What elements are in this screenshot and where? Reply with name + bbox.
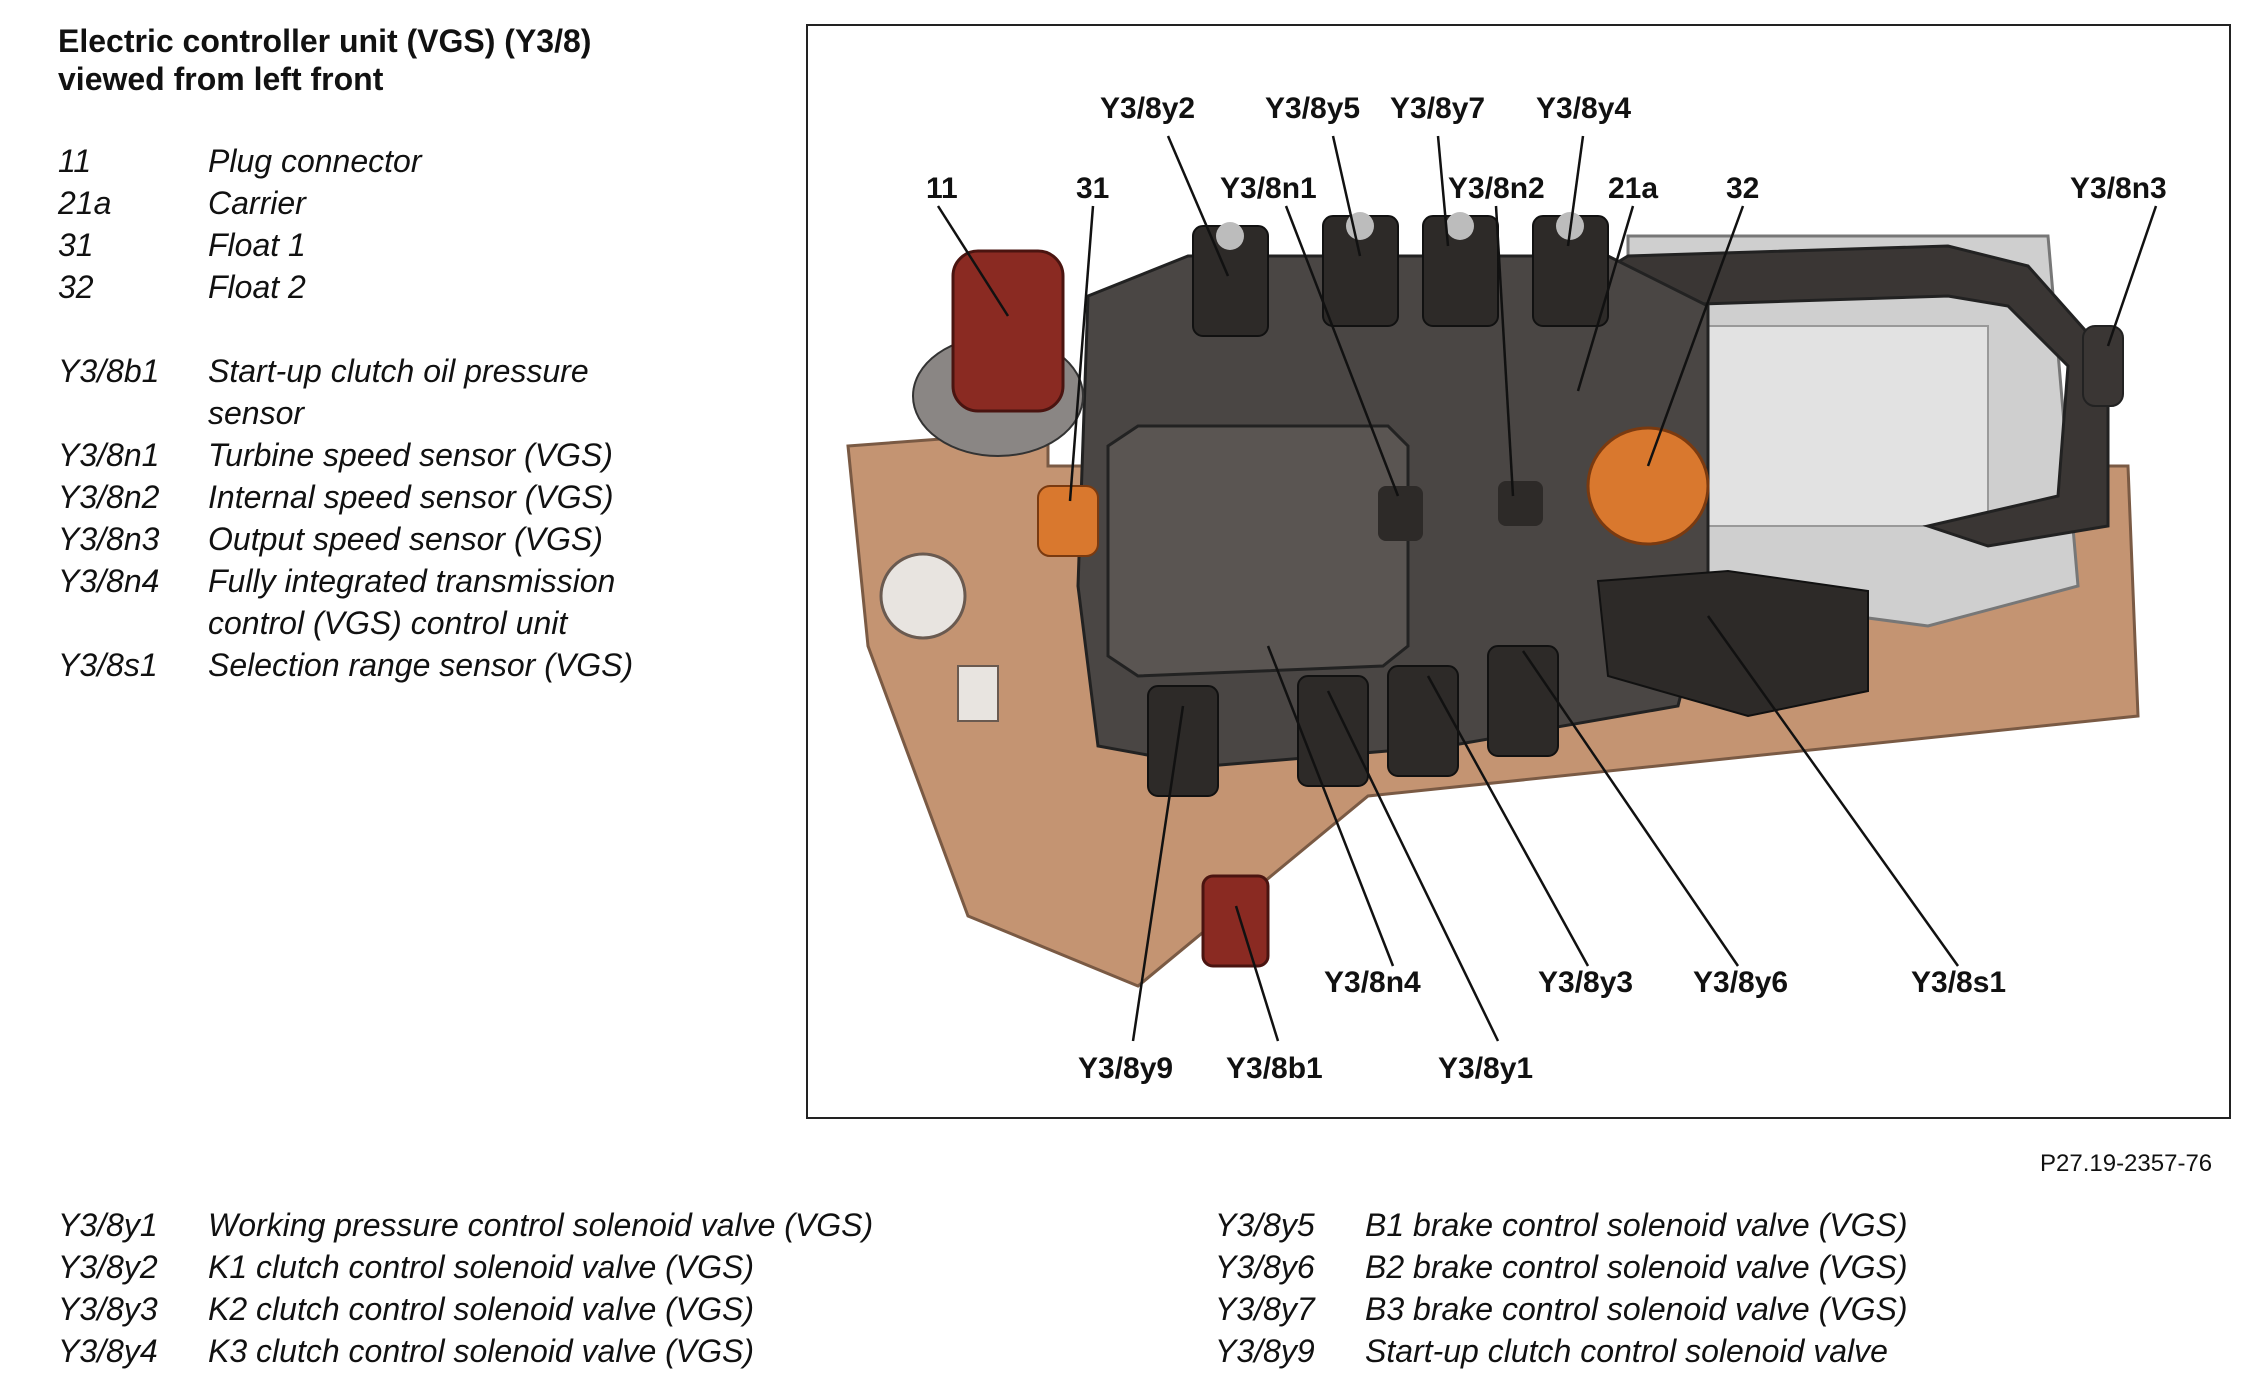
figure-reference: P27.19-2357-76 [2040, 1150, 2213, 1177]
legend-row: Y3/8y3 K2 clutch control solenoid valve (… [58, 1288, 873, 1330]
callout-y3-8y9: Y3/8y9 [1078, 1052, 1173, 1085]
title-line-2: viewed from left front [58, 61, 384, 97]
legend-desc: Plug connector [208, 143, 422, 179]
legend-desc: Selection range sensor (VGS) [208, 647, 634, 683]
legend-code: Y3/8b1 [58, 353, 160, 389]
pressure-sensor [1201, 874, 1270, 968]
legend-code: Y3/8y6 [1215, 1249, 1315, 1285]
legend-row: Y3/8y9 Start-up clutch control solenoid v… [1215, 1330, 1907, 1372]
legend-code: Y3/8y1 [58, 1207, 158, 1243]
float-1 [1037, 485, 1099, 557]
legend-code: Y3/8n4 [58, 563, 160, 599]
callout-y3-8s1: Y3/8s1 [1911, 966, 2006, 999]
legend-row: Y3/8y4 K3 clutch control solenoid valve (… [58, 1330, 873, 1372]
legend-code: Y3/8y3 [58, 1291, 158, 1327]
legend-desc: Internal speed sensor (VGS) [208, 479, 614, 515]
callout-y3-8y5: Y3/8y5 [1265, 92, 1360, 125]
internal-speed-sensor [1498, 481, 1543, 526]
legend-desc: Float 2 [208, 269, 306, 305]
callout-32: 32 [1726, 172, 1759, 205]
callout-y3-8n3: Y3/8n3 [2070, 172, 2167, 205]
legend-row: Y3/8y1 Working pressure control solenoid … [58, 1204, 873, 1246]
solenoid-y9 [1147, 685, 1219, 797]
legend-desc: B3 brake control solenoid valve (VGS) [1365, 1291, 1908, 1327]
controller-illustration: Y3/8y2 Y3/8y5 Y3/8y7 Y3/8y4 11 31 Y3/8n1… [846, 92, 2167, 1085]
legend-desc: K3 clutch control solenoid valve (VGS) [208, 1333, 755, 1369]
solenoid-y1 [1297, 675, 1369, 787]
legend-desc: Fully integrated transmission control (V… [208, 563, 616, 641]
callout-y3-8y1: Y3/8y1 [1438, 1052, 1533, 1085]
legend-desc: K1 clutch control solenoid valve (VGS) [208, 1249, 755, 1285]
legend-desc: Turbine speed sensor (VGS) [208, 437, 613, 473]
legend-desc: Float 1 [208, 227, 306, 263]
callout-y3-8n2: Y3/8n2 [1448, 172, 1545, 205]
legend-code: Y3/8n1 [58, 437, 160, 473]
legend-row: Y3/8y5 B1 brake control solenoid valve (V… [1215, 1204, 1907, 1246]
callout-y3-8y7: Y3/8y7 [1390, 92, 1485, 125]
legend-code: Y3/8y9 [1215, 1333, 1315, 1369]
callout-y3-8y3: Y3/8y3 [1538, 966, 1633, 999]
plug-connector [951, 249, 1065, 413]
legend-code: Y3/8n2 [58, 479, 160, 515]
legend-desc: K2 clutch control solenoid valve (VGS) [208, 1291, 755, 1327]
legend-desc: Start-up clutch control solenoid valve [1365, 1333, 1888, 1369]
legend-code: Y3/8s1 [58, 647, 158, 683]
legend-desc: Output speed sensor (VGS) [208, 521, 603, 557]
turbine-speed-sensor [1378, 486, 1423, 541]
legend-row: 31 Float 1 [58, 224, 668, 266]
leader-lines [936, 135, 2158, 1042]
legend-row: Y3/8n2 Internal speed sensor (VGS) [58, 476, 668, 518]
float-2 [1586, 426, 1710, 546]
legend-row: Y3/8n4 Fully integrated transmission cont… [58, 560, 668, 644]
legend-bottom-right: Y3/8y5 B1 brake control solenoid valve (V… [1215, 1204, 1907, 1372]
valve-slots [1687, 325, 1989, 527]
callout-y3-8n1: Y3/8n1 [1220, 172, 1317, 205]
legend-row: Y3/8n3 Output speed sensor (VGS) [58, 518, 668, 560]
legend-row: 11 Plug connector [58, 140, 668, 182]
legend-desc: B1 brake control solenoid valve (VGS) [1365, 1207, 1908, 1243]
control-unit-cover [1106, 424, 1410, 678]
legend-desc: Working pressure control solenoid valve … [208, 1207, 874, 1243]
legend-code: Y3/8y7 [1215, 1291, 1315, 1327]
legend-row: Y3/8y2 K1 clutch control solenoid valve (… [58, 1246, 873, 1288]
legend-code: Y3/8n3 [58, 521, 160, 557]
legend-desc: Carrier [208, 185, 306, 221]
legend-code: 21a [58, 185, 112, 221]
legend-row: Y3/8s1 Selection range sensor (VGS) [58, 644, 668, 686]
plate-slot [957, 665, 999, 722]
solenoid-y6 [1487, 645, 1559, 757]
legend-code: 31 [58, 227, 94, 263]
diagram-title: Electric controller unit (VGS) (Y3/8) vi… [58, 22, 591, 98]
legend-code: 11 [58, 143, 92, 179]
legend-code: Y3/8y5 [1215, 1207, 1315, 1243]
legend-code: Y3/8y4 [58, 1333, 158, 1369]
output-speed-sensor-body [2082, 325, 2124, 407]
solenoid-y3 [1387, 665, 1459, 777]
legend-desc: Start-up clutch oil pressure sensor [208, 353, 589, 431]
legend-bottom-left: Y3/8y1 Working pressure control solenoid … [58, 1204, 873, 1372]
callout-21a: 21a [1608, 172, 1658, 205]
callout-y3-8y4: Y3/8y4 [1536, 92, 1631, 125]
callout-y3-8n4: Y3/8n4 [1324, 966, 1421, 999]
legend-row: Y3/8y6 B2 brake control solenoid valve (V… [1215, 1246, 1907, 1288]
callout-11: 11 [926, 172, 958, 205]
plate-hole [879, 552, 967, 640]
legend-top: 11 Plug connector 21a Carrier 31 Float 1 32… [58, 140, 668, 686]
controller-figure: Y3/8y2 Y3/8y5 Y3/8y7 Y3/8y4 11 31 Y3/8n1… [806, 24, 2231, 1119]
legend-desc: B2 brake control solenoid valve (VGS) [1365, 1249, 1908, 1285]
legend-row: Y3/8y7 B3 brake control solenoid valve (V… [1215, 1288, 1907, 1330]
selection-range-sensor [1596, 569, 1869, 718]
legend-row: 32 Float 2 [58, 266, 668, 308]
legend-row: Y3/8n1 Turbine speed sensor (VGS) [58, 434, 668, 476]
callout-31: 31 [1076, 172, 1109, 205]
callout-y3-8y2: Y3/8y2 [1100, 92, 1195, 125]
legend-row: Y3/8b1 Start-up clutch oil pressure senso… [58, 350, 668, 434]
callout-y3-8b1: Y3/8b1 [1226, 1052, 1323, 1085]
legend-row: 21a Carrier [58, 182, 668, 224]
legend-code: Y3/8y2 [58, 1249, 158, 1285]
legend-code: 32 [58, 269, 94, 305]
callout-y3-8y6: Y3/8y6 [1693, 966, 1788, 999]
title-line-1: Electric controller unit (VGS) (Y3/8) [58, 23, 592, 59]
